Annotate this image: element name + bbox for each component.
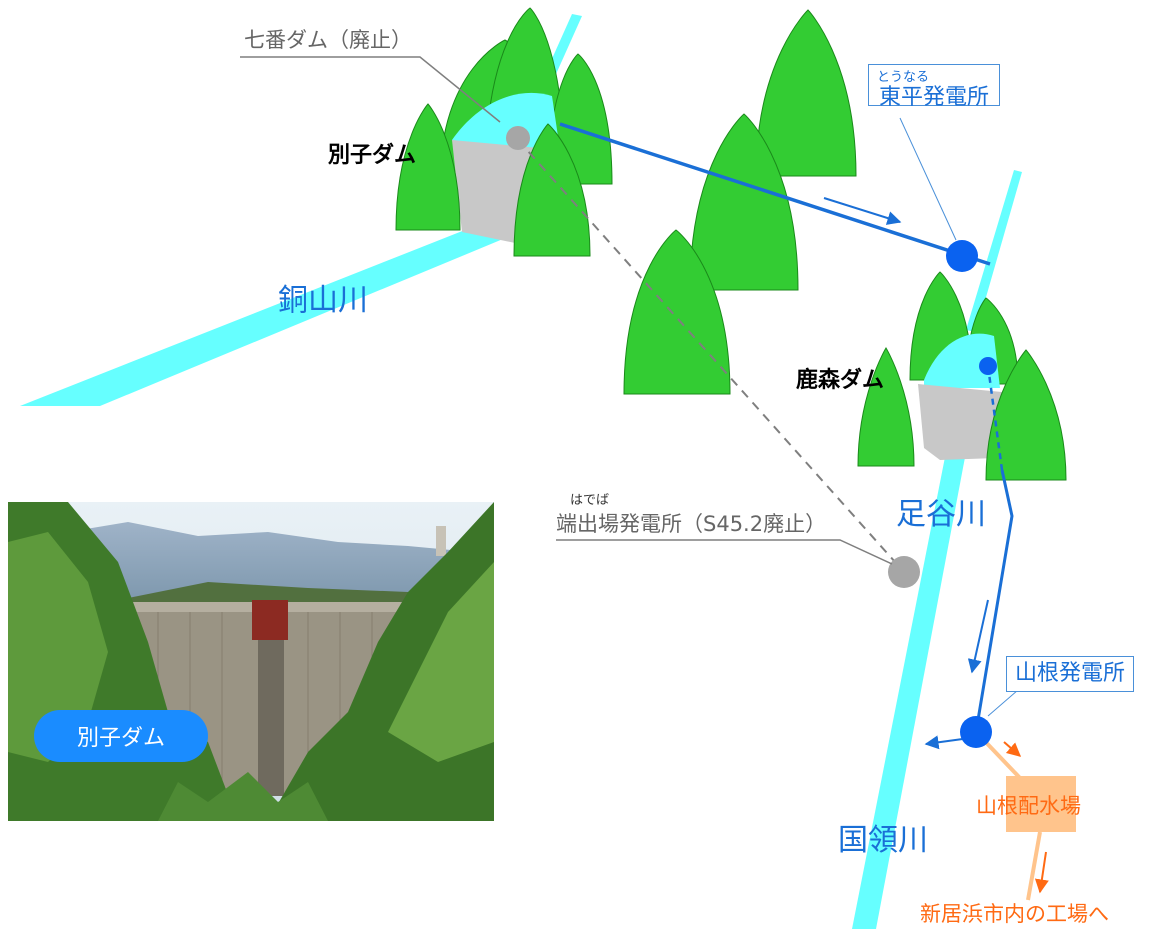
kokuryo-river — [852, 452, 966, 929]
dam-spillway — [258, 640, 284, 796]
tounaru-station-box: とうなる 東平発電所 — [868, 64, 1000, 110]
photo-caption-badge: 別子ダム — [34, 710, 208, 762]
kanomori-dam-label: 鹿森ダム — [796, 368, 885, 393]
abolished-route — [517, 139, 905, 573]
shichiban-leader — [240, 56, 501, 123]
yamane-pipeline — [974, 469, 1014, 733]
shichiban-dam-marker — [506, 126, 530, 150]
supply-line — [1026, 831, 1042, 901]
left-forest-highlight — [8, 532, 108, 762]
yamane-station-box: 山根発電所 — [1006, 656, 1135, 692]
tree — [857, 347, 915, 467]
dam-photo-illustration — [8, 502, 494, 821]
kanomori-dam-wall — [918, 384, 1002, 460]
hadeba-ruby: はでば — [570, 493, 610, 508]
tounaru-station-label: 東平発電所 — [879, 85, 990, 110]
kanomori-reservoir — [924, 333, 1000, 388]
tree — [395, 103, 461, 231]
tree — [689, 113, 799, 291]
ashitani-river — [966, 170, 1022, 332]
supply-arrow — [1034, 851, 1049, 894]
douzan-river-label: 銅山川 — [278, 283, 368, 318]
douzan-river — [20, 224, 520, 406]
kokuryo-river-label: 国領川 — [838, 823, 928, 858]
tree — [755, 9, 857, 177]
besshi-reservoir — [452, 92, 560, 150]
besshi-dam-photo: 別子ダム — [8, 502, 494, 821]
tounaru-leader — [899, 117, 957, 241]
tounaru-ruby: とうなる — [877, 70, 930, 85]
tounaru-flow-arrow — [823, 197, 902, 225]
yamane-distribution-label: 山根配水場 — [976, 794, 1081, 818]
dam-gate-house — [252, 600, 288, 640]
yamane-station-label: 山根発電所 — [1015, 661, 1126, 686]
kanomori-intake-marker — [979, 357, 997, 375]
yamane-leader — [987, 689, 1019, 717]
ashitani-river-label: 足谷川 — [896, 497, 986, 532]
yamane-station-marker — [960, 716, 992, 748]
foreground-foliage — [158, 772, 328, 821]
tree — [985, 349, 1067, 481]
tower — [436, 526, 446, 556]
right-forest-highlight — [388, 562, 494, 762]
factory-destination-label: 新居浜市内の工場へ — [920, 902, 1109, 926]
yamane-distribution-box — [1006, 776, 1076, 832]
yamane-flow-arrow — [967, 599, 989, 674]
tounaru-pipeline — [559, 122, 991, 266]
hadeba-station-label: 端出場発電所（S45.2廃止） — [556, 512, 827, 536]
hadeba-leader — [556, 539, 893, 565]
besshi-dam-label: 別子ダム — [328, 143, 417, 168]
hadeba-station-marker — [888, 556, 920, 588]
supply-arrow — [1003, 741, 1022, 757]
shichiban-dam-label: 七番ダム（廃止） — [244, 28, 412, 52]
tree — [623, 229, 731, 395]
tounaru-station-marker — [946, 240, 978, 272]
photo-caption-label: 別子ダム — [76, 726, 165, 751]
